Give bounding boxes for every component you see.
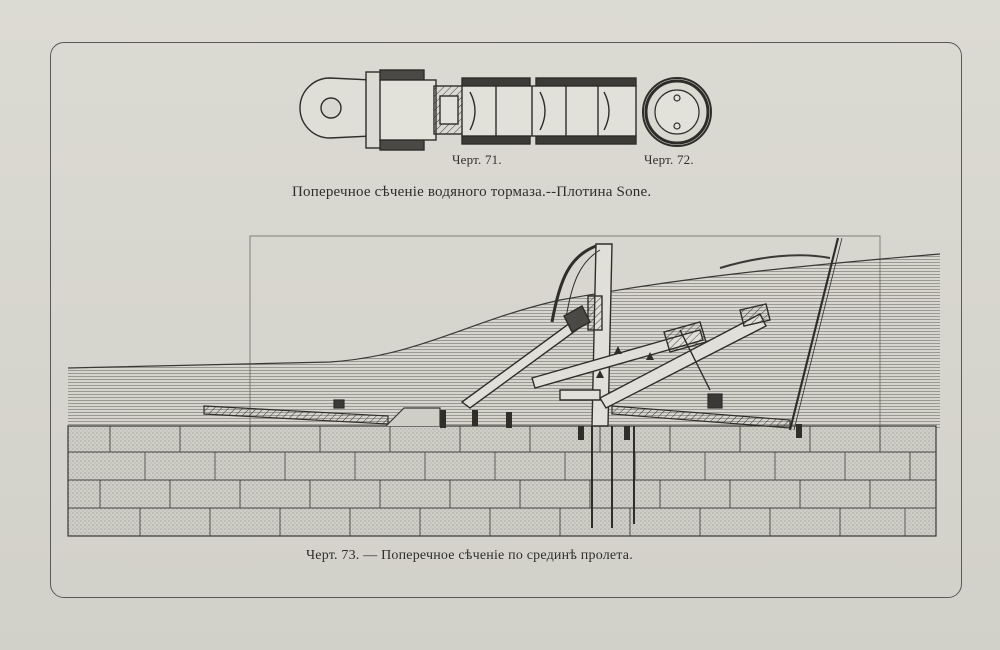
caption-top: Поперечное сѣченiе водяного тормаза.--Пл… — [292, 184, 652, 200]
plate-border — [50, 42, 962, 598]
figure-71-label: Черт. 71. — [452, 152, 502, 167]
figure-72-end-view — [642, 77, 712, 147]
figure-72-label: Черт. 72. — [644, 152, 694, 167]
figure-73-dam-section — [67, 235, 941, 537]
figure-71-brake-section — [299, 69, 637, 151]
caption-bottom: Черт. 73. — Поперечное сѣченiе по средин… — [306, 548, 633, 563]
